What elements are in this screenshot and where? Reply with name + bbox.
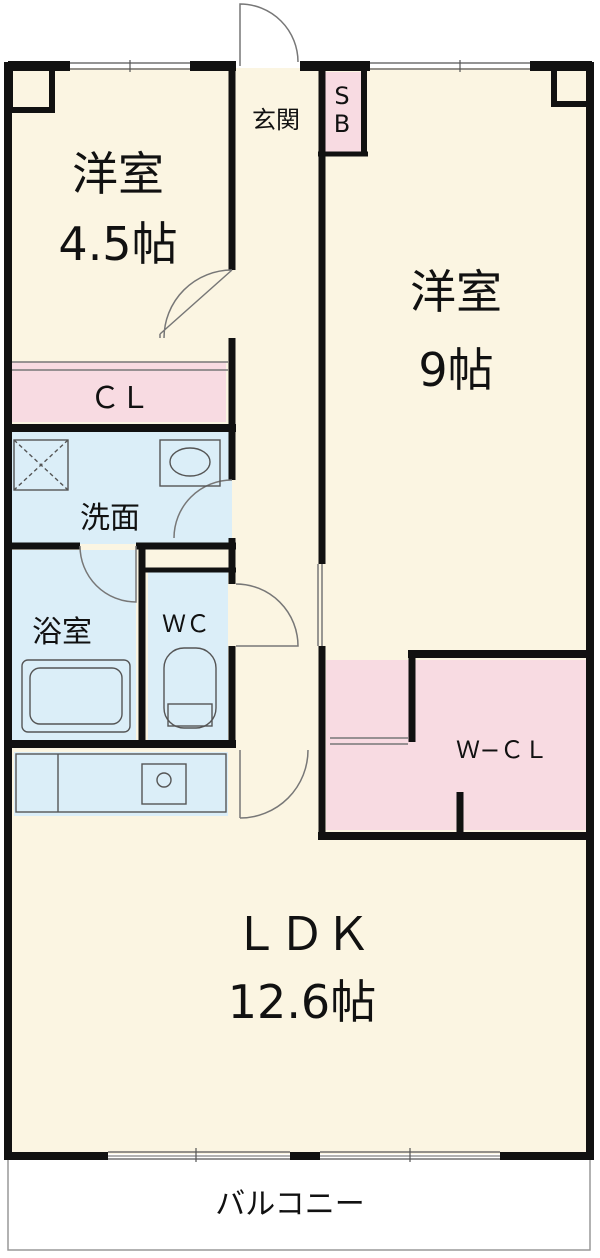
western-large-size: 9帖: [418, 343, 493, 397]
western-small-name: 洋室: [72, 147, 164, 201]
shoe-box-bottom-label: B: [334, 110, 350, 138]
washroom-label: 洗面: [80, 501, 140, 536]
balcony-area: [7, 1155, 591, 1251]
closet-label: ＣＬ: [90, 381, 150, 416]
toilet-area: [148, 572, 228, 740]
bath-label: 浴室: [32, 615, 92, 650]
kitchen-counter-area: [14, 752, 228, 816]
shoe-box-area: [320, 72, 364, 152]
doors: [12, 3, 408, 819]
closet-area: [12, 362, 226, 422]
shoe-box-top-label: S: [334, 82, 349, 110]
bath-area: [12, 550, 136, 740]
western-large-name: 洋室: [410, 265, 502, 319]
walls: [4, 61, 594, 1160]
ldk-size: 12.6帖: [228, 975, 376, 1029]
ldk-name: ＬＤＫ: [233, 907, 371, 961]
fixtures: [13, 439, 227, 813]
western-small-size: 4.5帖: [58, 217, 177, 271]
washroom-area: [12, 432, 232, 544]
entrance-label: 玄関: [252, 106, 300, 134]
balcony-label: バルコニー: [215, 1187, 364, 1222]
toilet-label: ＷＣ: [162, 610, 210, 638]
walkin-closet-label: Ｗ−ＣＬ: [456, 736, 548, 764]
windows: [70, 60, 530, 1162]
